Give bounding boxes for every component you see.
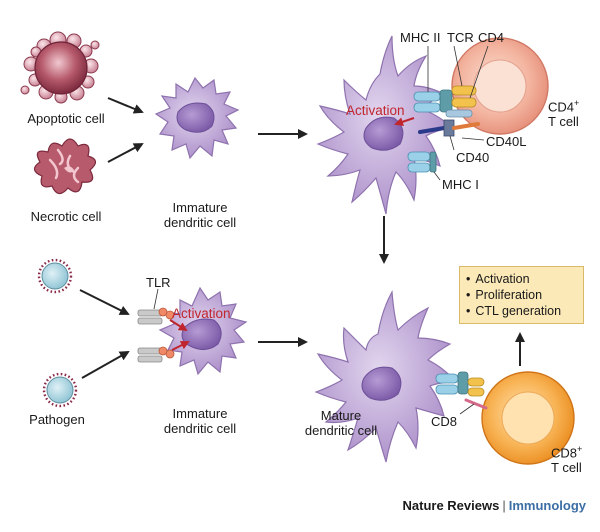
- tlr-label-leader: [153, 288, 159, 310]
- arrow-pathogen-top-to-dc: [79, 289, 130, 315]
- arrow-pathogen-bottom-to-dc: [81, 351, 130, 379]
- cd4-label: CD4: [478, 30, 505, 45]
- outcome-list: Activation Proliferation CTL generation: [466, 271, 583, 319]
- immature-dc-top-label-line1: Immature: [172, 200, 228, 215]
- credit-journal: Immunology: [508, 498, 586, 513]
- activation-label-bottom: Activation: [172, 306, 231, 321]
- mhc-i-label: MHC I: [442, 177, 479, 192]
- journal-credit: Nature Reviews|Immunology: [403, 498, 587, 513]
- immature-dc-bottom-label-line2: dendritic cell: [163, 421, 237, 436]
- tlr-receptor-lower: [137, 346, 175, 363]
- tcr-label: TCR: [447, 30, 474, 45]
- cd40l-label: CD40L: [486, 134, 527, 149]
- activation-arrow-bottom-lower: [171, 341, 190, 351]
- cd8-t-cell: [481, 371, 575, 465]
- cd4-t-cell-label-line2: T cell: [548, 114, 579, 130]
- apoptotic-cell: [20, 31, 100, 104]
- cd8-leader-line: [459, 403, 475, 415]
- mature-dendritic-cell-bottom: [314, 289, 458, 463]
- mature-dendritic-cell-top: [316, 35, 454, 215]
- cd8-t-cell-label: CD8+ T cell: [551, 442, 582, 475]
- arrow-apoptotic-to-dc: [107, 97, 144, 114]
- outcome-item: Activation: [466, 271, 583, 287]
- cd40-cd40l-complex: [418, 119, 480, 137]
- mature-dc-label-line2: dendritic cell: [304, 423, 378, 438]
- cd4-t-cell-label-line1: CD4: [548, 99, 575, 115]
- pathogen-top: [37, 258, 73, 294]
- flow-arrows: [79, 97, 525, 379]
- cd4-t-cell-label: CD4+ T cell: [548, 96, 579, 129]
- mature-dc-label: Mature dendritic cell: [296, 408, 386, 438]
- immature-dendritic-cell-bottom: [158, 286, 248, 376]
- activation-arrow-top: [394, 117, 415, 127]
- credit-separator: |: [502, 498, 506, 513]
- activation-label-top: Activation: [346, 103, 405, 118]
- cd40-label: CD40: [456, 150, 490, 165]
- immature-dc-top-label-line2: dendritic cell: [163, 215, 237, 230]
- outcome-box: Activation Proliferation CTL generation: [459, 266, 584, 324]
- apoptotic-cell-label: Apoptotic cell: [27, 111, 105, 126]
- necrotic-cell-label: Necrotic cell: [30, 209, 102, 224]
- cd4-t-cell-label-sup: +: [574, 98, 580, 108]
- pathogen-bottom: [42, 372, 78, 408]
- immature-dc-top-label: Immature dendritic cell: [150, 200, 250, 230]
- top-right-leader-lines: [427, 45, 489, 181]
- arrow-necrotic-to-dc: [107, 143, 144, 163]
- necrotic-cell: [33, 138, 97, 195]
- mhc-ii-label: MHC II: [400, 30, 441, 45]
- cd8-label: CD8: [431, 414, 458, 429]
- immature-dc-bottom-label-line1: Immature: [172, 406, 228, 421]
- immature-dendritic-cell-top: [154, 76, 240, 160]
- credit-publisher: Nature Reviews: [402, 498, 500, 513]
- immature-dc-bottom-label: Immature dendritic cell: [150, 406, 250, 436]
- mhc-i-tcr-cd8-complex: [435, 371, 488, 410]
- outcome-item: CTL generation: [466, 303, 583, 319]
- activation-arrow-bottom-upper: [169, 319, 188, 332]
- cd8-t-cell-label-line2: T cell: [551, 460, 582, 476]
- mhc-i-molecule: [407, 151, 437, 173]
- tlr-receptor-upper: [137, 307, 175, 325]
- outcome-item: Proliferation: [466, 287, 583, 303]
- pathogen-label: Pathogen: [29, 412, 85, 427]
- cd4-t-cell: [451, 37, 549, 135]
- cd8-t-cell-label-line1: CD8: [551, 445, 578, 461]
- mature-dc-label-line1: Mature: [320, 408, 362, 423]
- cd8-t-cell-label-sup: +: [577, 444, 583, 454]
- mhc-ii-tcr-complex: [413, 85, 477, 118]
- tlr-label: TLR: [146, 275, 171, 290]
